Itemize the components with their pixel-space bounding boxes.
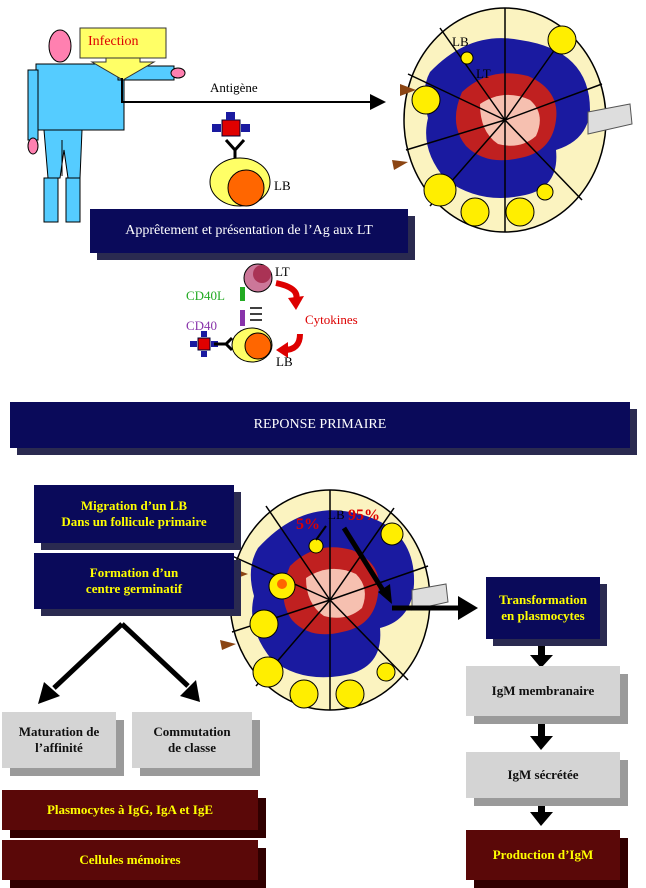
arrow-to-igm-membrane [530,655,553,668]
cytokines-label: Cytokines [305,312,358,327]
switch-line2: de classe [167,740,217,755]
germinal-line1: Formation d’un [89,565,179,580]
pct-95-label: 95% [348,507,380,524]
migration-line2: Dans un follicule primaire [61,514,207,529]
arrow-to-igm-production [530,812,553,826]
lb-label-node: LB [452,34,469,49]
cd40-marker [240,310,245,326]
antigene-label: Antigène [210,80,258,95]
transformation-box: Transformation en plasmocytes [486,577,600,639]
igm-membrane-box: IgM membranaire [466,666,620,716]
figure-left-arm [27,69,39,141]
efferent-vessel [587,103,633,135]
lt-label-node: LT [476,66,491,81]
lb-label-bottom: LB [328,507,345,522]
igm-secreted-text: IgM sécrétée [507,767,579,782]
igm-production-text: Production d’IgM [492,847,594,862]
primary-response-banner: REPONSE PRIMAIRE [10,402,630,448]
lt-label: LT [275,264,290,279]
lt-lb-interaction [190,263,304,363]
germinal-centre-box: Formation d’un centre germinatif [34,553,234,609]
lb-label-top: LB [274,178,291,193]
arrow-to-switch [120,622,190,688]
migration-box: Migration d’un LB Dans un follicule prim… [34,485,234,543]
class-switch-box: Commutation de classe [132,712,252,768]
figure-head [48,29,72,63]
infection-box [79,27,167,59]
primary-response-text: REPONSE PRIMAIRE [253,417,387,432]
human-figure [27,29,186,223]
cd40l-label: CD40L [186,288,225,303]
plasmocytes-text: Plasmocytes à IgG, IgA et IgE [46,802,214,817]
igm-secreted-box: IgM sécrétée [466,752,620,798]
infection-arrow [90,57,156,81]
arrow-to-igm-secreted [530,736,553,750]
switch-line1: Commutation [153,724,231,739]
lb-label-interaction: LB [276,354,293,369]
pct-5-label: 5% [296,516,320,533]
follicle-small [460,51,474,65]
affinity-line2: l’affinité [35,740,83,755]
igm-membrane-text: IgM membranaire [491,683,595,698]
lymph-node-bottom [220,489,449,711]
figure-torso [35,63,125,131]
arrow-to-affinity [52,622,124,690]
memory-cells-box: Cellules mémoires [2,840,258,880]
b-cell-with-antigen [209,112,271,207]
transformation-line1: Transformation [499,592,587,607]
infection-label: Infection [88,34,139,49]
memory-cells-text: Cellules mémoires [79,852,181,867]
presentation-box: Apprêtement et présentation de l’Ag aux … [90,209,408,253]
affinity-line1: Maturation de [18,724,100,739]
migration-line1: Migration d’un LB [80,498,188,513]
cd40-label: CD40 [186,318,218,333]
germinal-line2: centre germinatif [85,581,183,596]
lymph-node-top [392,7,633,233]
igm-production-box: Production d’IgM [466,830,620,880]
figure-hand [170,67,186,79]
figure-legs [43,129,83,179]
lb-migration-arrow [341,526,387,594]
presentation-text: Apprêtement et présentation de l’Ag aux … [125,223,373,238]
plasmocytes-box: Plasmocytes à IgG, IgA et IgE [2,790,258,830]
affinity-maturation-box: Maturation de l’affinité [2,712,116,768]
cd40l-marker [240,287,245,301]
antigene-arrow [121,78,386,110]
transformation-line2: en plasmocytes [501,608,585,623]
